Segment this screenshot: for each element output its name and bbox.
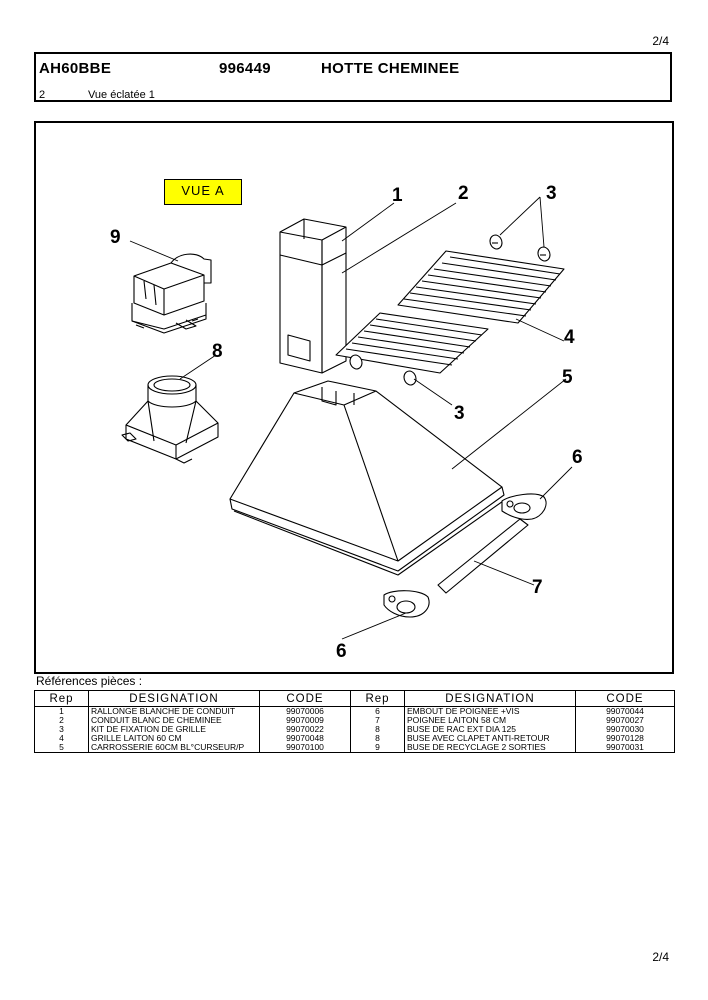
table-row: 2 CONDUIT BLANC DE CHEMINEE 99070009 7 P… bbox=[34, 716, 675, 725]
callout-4: 4 bbox=[564, 327, 575, 348]
cell-designation: CONDUIT BLANC DE CHEMINEE bbox=[88, 716, 260, 725]
cell-code: 99070031 bbox=[575, 743, 675, 753]
cell-code: 99070009 bbox=[259, 716, 351, 725]
page-number-bottom: 2/4 bbox=[652, 950, 669, 964]
document-header: AH60BBE 996449 HOTTE CHEMINEE 2 Vue écla… bbox=[34, 52, 672, 102]
part-3-fixing-clips bbox=[349, 234, 551, 386]
view-subtitle: Vue éclatée 1 bbox=[88, 89, 155, 101]
cell-code: 99070030 bbox=[575, 725, 675, 734]
callout-2: 2 bbox=[458, 183, 469, 204]
callout-7: 7 bbox=[532, 577, 543, 598]
cell-code: 99070100 bbox=[259, 743, 351, 753]
callout-6-bottom: 6 bbox=[336, 641, 347, 662]
table-row: 1 RALLONGE BLANCHE DE CONDUIT 99070006 6… bbox=[34, 706, 675, 716]
cell-code: 99070048 bbox=[259, 734, 351, 743]
parts-table: Rep DESIGNATION CODE Rep DESIGNATION COD… bbox=[34, 690, 675, 753]
column-header-code: CODE bbox=[575, 690, 675, 707]
callout-1: 1 bbox=[392, 185, 403, 206]
cell-rep: 2 bbox=[34, 716, 89, 725]
cell-designation: RALLONGE BLANCHE DE CONDUIT bbox=[88, 706, 260, 716]
column-header-designation: DESIGNATION bbox=[88, 690, 260, 707]
cell-rep: 9 bbox=[350, 743, 405, 753]
cell-code: 99070044 bbox=[575, 706, 675, 716]
cell-code: 99070027 bbox=[575, 716, 675, 725]
cell-rep: 1 bbox=[34, 706, 89, 716]
cell-designation: EMBOUT DE POIGNEE +VIS bbox=[404, 706, 576, 716]
cell-rep: 7 bbox=[350, 716, 405, 725]
part-8-exterior-nozzle bbox=[121, 375, 219, 464]
model-reference: AH60BBE bbox=[39, 60, 112, 77]
column-header-rep: Rep bbox=[350, 690, 405, 707]
page-number-top: 2/4 bbox=[652, 34, 669, 48]
cell-designation: KIT DE FIXATION DE GRILLE bbox=[88, 725, 260, 734]
exploded-view-diagram: VUE A 1 2 3 9 4 8 5 3 6 7 6 bbox=[34, 121, 674, 674]
cell-designation: CARROSSERIE 60CM BL°CURSEUR/P bbox=[88, 743, 260, 753]
part-1-2-duct bbox=[279, 218, 347, 374]
exploded-view-drawing bbox=[121, 196, 573, 640]
callout-leaders bbox=[129, 196, 573, 640]
view-index: 2 bbox=[39, 89, 46, 101]
table-header-row: Rep DESIGNATION CODE Rep DESIGNATION COD… bbox=[34, 690, 675, 707]
column-header-rep: Rep bbox=[34, 690, 89, 707]
table-row: 3 KIT DE FIXATION DE GRILLE 99070022 8 B… bbox=[34, 725, 675, 734]
product-title: HOTTE CHEMINEE bbox=[321, 60, 460, 77]
part-4-filter-grids bbox=[335, 250, 565, 374]
callout-8: 8 bbox=[212, 341, 223, 362]
cell-designation: GRILLE LAITON 60 CM bbox=[88, 734, 260, 743]
table-row: 4 GRILLE LAITON 60 CM 99070048 8 BUSE AV… bbox=[34, 734, 675, 743]
cell-rep: 5 bbox=[34, 743, 89, 753]
table-row: 5 CARROSSERIE 60CM BL°CURSEUR/P 99070100… bbox=[34, 743, 675, 753]
callout-9: 9 bbox=[110, 227, 121, 248]
part-6-7-handle bbox=[383, 493, 547, 618]
part-9-recycling-nozzle bbox=[131, 253, 212, 334]
column-header-designation: DESIGNATION bbox=[404, 690, 576, 707]
references-title: Références pièces : bbox=[36, 674, 143, 688]
cell-rep: 8 bbox=[350, 734, 405, 743]
cell-code: 99070128 bbox=[575, 734, 675, 743]
column-header-code: CODE bbox=[259, 690, 351, 707]
cell-rep: 3 bbox=[34, 725, 89, 734]
cell-designation: BUSE DE RAC EXT DIA 125 bbox=[404, 725, 576, 734]
callout-3-bottom: 3 bbox=[454, 403, 465, 424]
cell-rep: 6 bbox=[350, 706, 405, 716]
view-a-label: VUE A bbox=[164, 179, 242, 205]
cell-designation: BUSE DE RECYCLAGE 2 SORTIES bbox=[404, 743, 576, 753]
callout-6-right: 6 bbox=[572, 447, 583, 468]
cell-designation: POIGNEE LAITON 58 CM bbox=[404, 716, 576, 725]
callout-5: 5 bbox=[562, 367, 573, 388]
product-code: 996449 bbox=[219, 60, 271, 77]
cell-rep: 4 bbox=[34, 734, 89, 743]
callout-3-top: 3 bbox=[546, 183, 557, 204]
cell-code: 99070022 bbox=[259, 725, 351, 734]
cell-designation: BUSE AVEC CLAPET ANTI-RETOUR bbox=[404, 734, 576, 743]
cell-code: 99070006 bbox=[259, 706, 351, 716]
part-5-hood-body bbox=[229, 380, 507, 576]
cell-rep: 8 bbox=[350, 725, 405, 734]
